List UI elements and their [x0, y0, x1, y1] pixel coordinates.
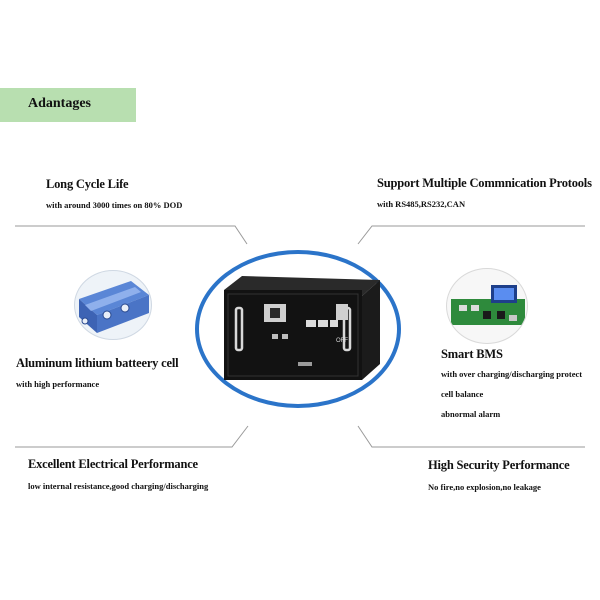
bms-board-image — [446, 268, 528, 344]
smart-bms-desc-2: cell balance — [441, 389, 484, 399]
header-banner — [0, 88, 136, 122]
smart-bms-desc-3: abnormal alarm — [441, 409, 501, 419]
security-title: High Security Performance — [428, 458, 570, 472]
electrical-desc: low internal resistance,good charging/di… — [28, 481, 209, 491]
aluminum-cell-desc: with high performance — [16, 379, 100, 389]
smart-bms-desc-1: with over charging/discharging protect — [441, 369, 583, 379]
security-desc: No fire,no explosion,no leakage — [428, 482, 541, 492]
electrical-title: Excellent Electrical Performance — [28, 457, 198, 471]
battery-unit-image: OFF — [224, 276, 380, 380]
long-cycle-desc: with around 3000 times on 80% DOD — [46, 200, 183, 210]
battery-cell-image — [74, 270, 152, 340]
header-title: Adantages — [28, 96, 92, 111]
protocols-desc: with RS485,RS232,CAN — [377, 199, 466, 209]
smart-bms-title: Smart BMS — [441, 347, 503, 361]
protocols-title: Support Multiple Commnication Protools — [377, 176, 592, 190]
long-cycle-title: Long Cycle Life — [46, 177, 129, 191]
switch-label: OFF — [336, 338, 348, 344]
battery-cell-icon — [79, 281, 149, 333]
circuit-board-icon — [451, 285, 525, 325]
aluminum-cell-title: Aluminum lithium batteery cell — [16, 356, 179, 370]
